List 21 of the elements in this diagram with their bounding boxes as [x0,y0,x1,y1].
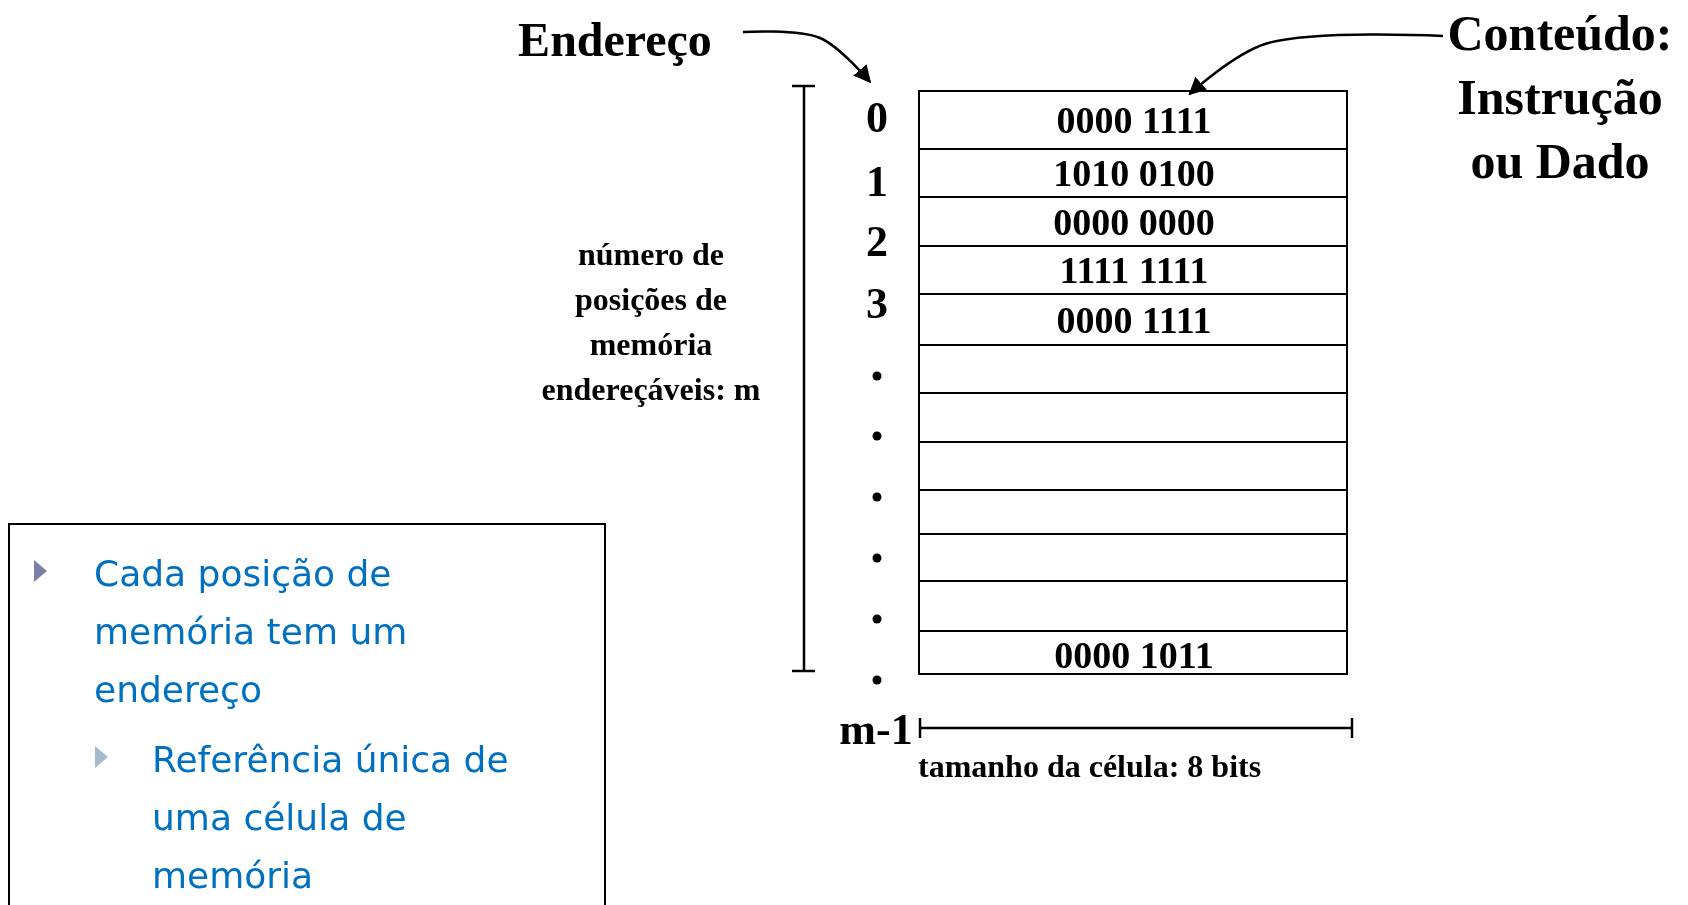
address-heading: Endereço [505,12,725,68]
dimension-label: tamanho da célula: 8 bits [918,747,1263,786]
axis-note: número de posições de memória endereçáveis: m [540,235,762,409]
content-heading: Conteúdo: Instrução ou Dado [1435,4,1685,189]
address-number: 2 [865,220,889,264]
address-number: 3 [865,282,889,326]
address-number: m-1 [838,708,914,752]
bullet-text: Cada posição de memória tem um endereço [94,552,409,712]
cell-value: 0000 1111 [1056,101,1212,139]
cell-value: 0000 0000 [1053,202,1215,241]
cell-value: 0000 1011 [1054,635,1214,674]
address-number: 1 [865,160,889,204]
cell-value: 1010 0100 [1053,154,1215,192]
curved-arrow [742,30,872,84]
bullet-panel [8,523,606,905]
cell-value: 1111 1111 [1059,251,1209,289]
curved-arrow [1188,33,1444,96]
cell-value: 0000 1111 [1056,300,1212,339]
bullet-text: Referência única de uma célula de memória [152,738,510,898]
address-number: 0 [855,90,899,146]
memory-grid [918,90,1348,675]
